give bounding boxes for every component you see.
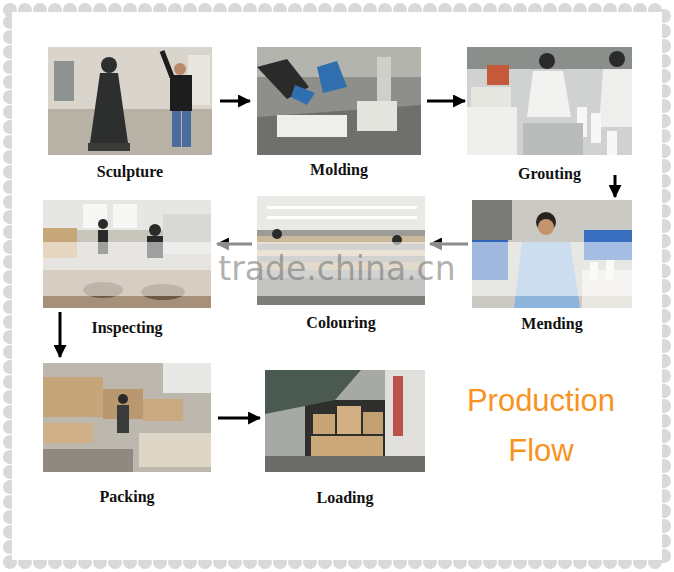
process-step: Grouting xyxy=(467,47,632,155)
molding-photo xyxy=(257,47,421,155)
flow-arrow xyxy=(427,100,465,103)
process-step: Molding xyxy=(257,47,421,155)
flow-arrow xyxy=(218,417,260,420)
step-caption: Grouting xyxy=(447,165,652,183)
loading-photo xyxy=(265,370,425,472)
step-caption: Sculpture xyxy=(28,163,232,181)
flow-arrow xyxy=(430,243,468,246)
diagram-title: Production Flow xyxy=(436,376,646,476)
step-caption: Colouring xyxy=(237,314,445,332)
watermark: trade.china.cn xyxy=(14,242,660,296)
step-caption: Molding xyxy=(237,161,441,179)
flow-arrow xyxy=(59,312,62,357)
sculpture-photo xyxy=(48,47,212,155)
flow-arrow xyxy=(220,100,250,103)
process-step: Loading xyxy=(265,370,425,472)
step-caption: Packing xyxy=(23,488,231,506)
packing-photo xyxy=(43,363,211,472)
step-caption: Inspecting xyxy=(23,319,231,337)
step-caption: Loading xyxy=(245,489,445,507)
process-step: Sculpture xyxy=(48,47,212,155)
process-step: Packing xyxy=(43,363,211,472)
flow-arrow xyxy=(217,243,252,246)
step-caption: Mending xyxy=(452,315,652,333)
grouting-photo xyxy=(467,47,632,155)
flow-arrow xyxy=(614,175,617,197)
